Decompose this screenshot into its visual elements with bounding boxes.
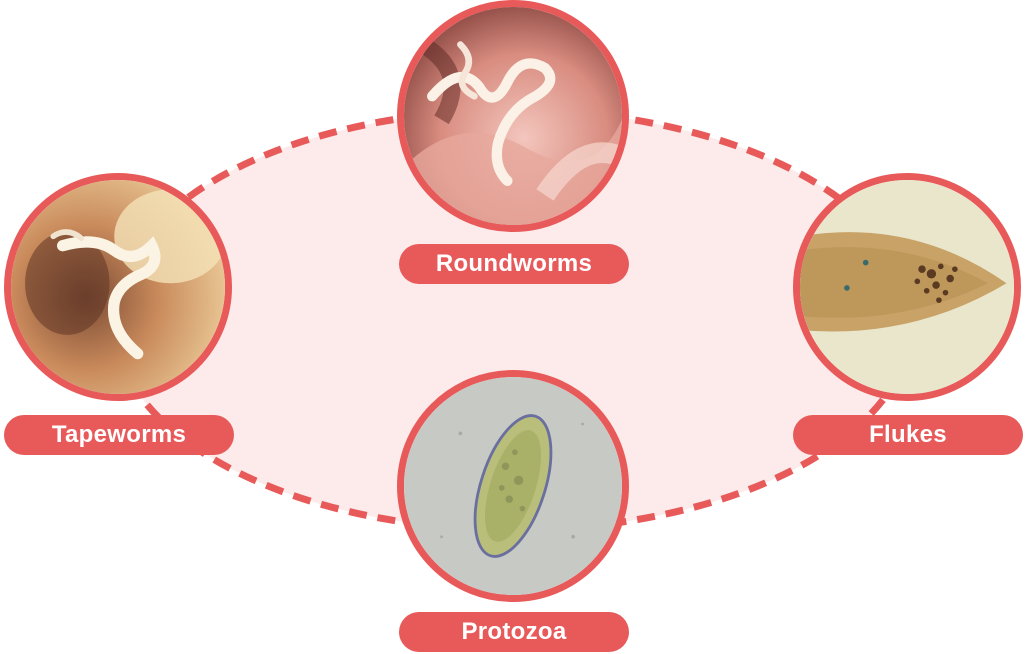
tapeworms-label: Tapeworms <box>4 415 234 455</box>
tapeworms-image <box>4 173 232 401</box>
flukes-label: Flukes <box>793 415 1023 455</box>
roundworms-image <box>397 0 629 232</box>
roundworms-label: Roundworms <box>399 244 629 284</box>
protozoa-label: Protozoa <box>399 612 629 652</box>
protozoa-image <box>397 370 629 602</box>
flukes-image <box>793 173 1021 401</box>
